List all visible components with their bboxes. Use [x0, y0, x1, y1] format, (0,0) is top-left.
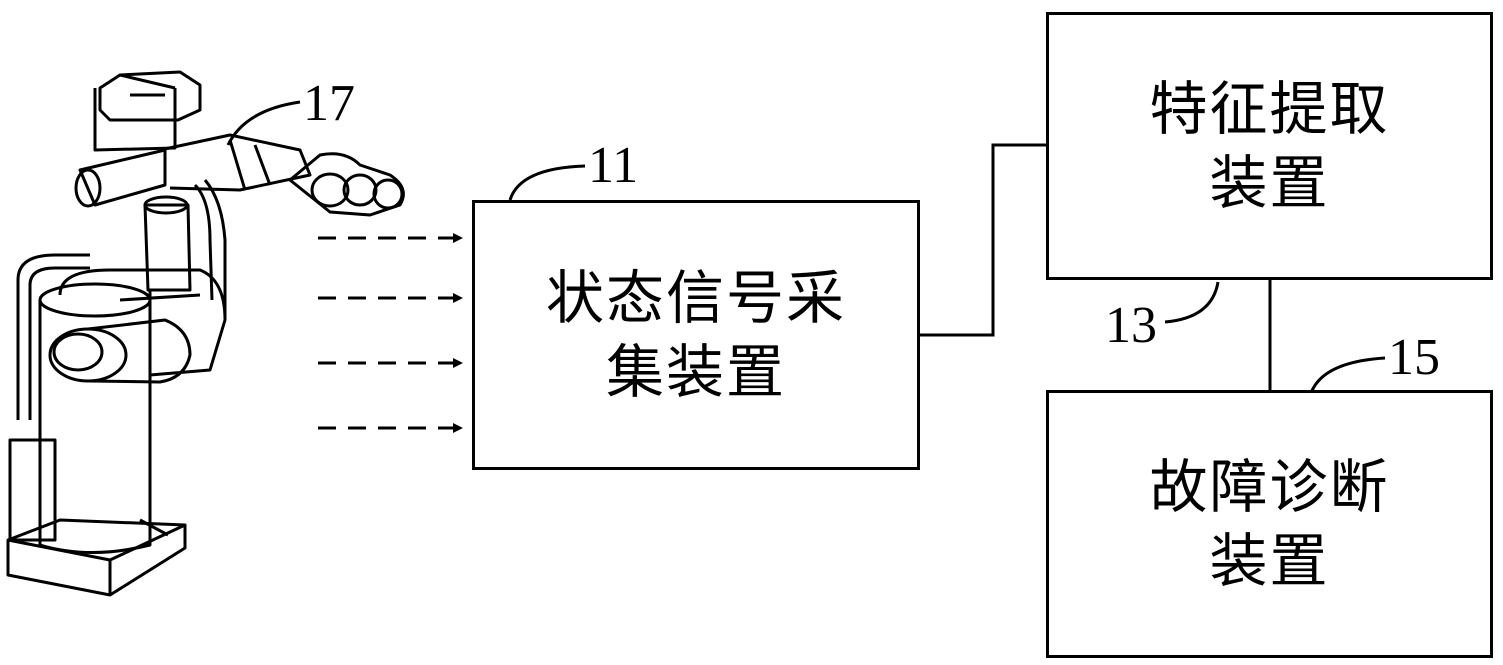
leader-line-11 — [508, 164, 586, 201]
feature-extraction-device-label: 特征提取 装置 — [1149, 72, 1389, 220]
fault-diagnosis-device-label-line2: 装置 — [1209, 527, 1330, 595]
signal-acquisition-device-label-line1: 状态信号采 — [545, 264, 846, 332]
reference-numeral-15: 15 — [1388, 329, 1440, 386]
leader-line-17 — [226, 100, 301, 146]
fault-diagnosis-device-label-line1: 故障诊断 — [1149, 453, 1390, 521]
fault-diagnosis-device-label: 故障诊断 装置 — [1149, 450, 1389, 598]
leader-line-15 — [1308, 356, 1386, 397]
industrial-robot-illustration — [6, 70, 405, 597]
signal-arrows — [318, 233, 463, 433]
reference-numeral-13: 13 — [1105, 297, 1157, 354]
reference-numeral-17: 17 — [303, 75, 355, 132]
reference-numeral-11: 11 — [588, 137, 639, 194]
signal-acquisition-device-label: 状态信号采 集装置 — [546, 261, 846, 409]
feature-extraction-device-box: 特征提取 装置 — [1046, 12, 1493, 280]
signal-acquisition-device-label-line2: 集装置 — [605, 338, 786, 406]
leader-line-13 — [1164, 281, 1220, 324]
fault-diagnosis-device-box: 故障诊断 装置 — [1046, 390, 1493, 658]
connector-acquisition-to-feature — [918, 143, 1048, 337]
signal-acquisition-device-box: 状态信号采 集装置 — [472, 200, 920, 470]
feature-extraction-device-label-line2: 装置 — [1209, 149, 1330, 217]
feature-extraction-device-label-line1: 特征提取 — [1149, 75, 1390, 143]
